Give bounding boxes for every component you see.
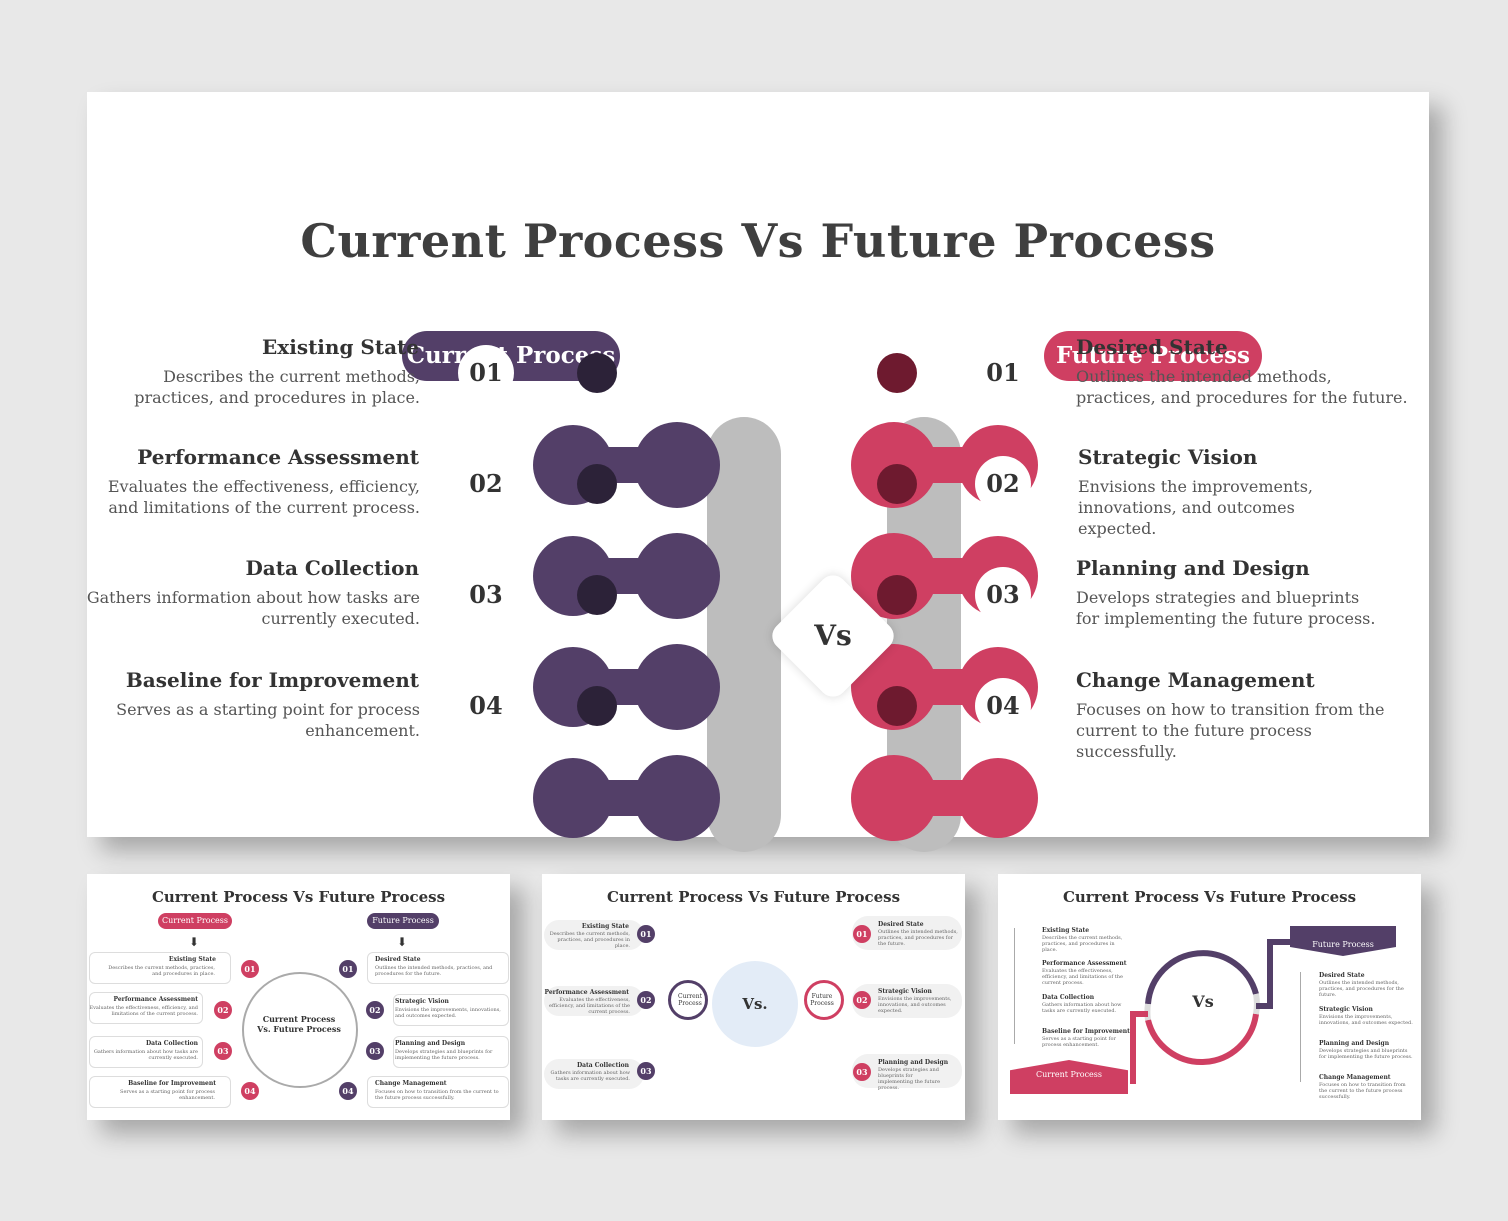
- thumb3-left-desc-1: Describes the current methods, practices…: [1042, 935, 1123, 953]
- thumb1-right-title-3: Planning and Design: [395, 1040, 466, 1047]
- thumb2-vs-circle: [712, 961, 798, 1047]
- thumb1-right-title-4: Change Management: [375, 1080, 447, 1087]
- thumb3-future-label: Future Process: [1312, 940, 1374, 949]
- thumb2-left-num-2: 02: [637, 991, 655, 1009]
- current-process-pill: Current Process: [402, 331, 620, 381]
- thumb2-right-desc-3: Develops strategies and blueprints for i…: [878, 1067, 941, 1091]
- thumb1-right-num-3: 03: [366, 1042, 384, 1060]
- left-rail: [707, 417, 781, 852]
- thumb2-current-label: Current Process: [677, 993, 703, 1007]
- thumbnail-3[interactable]: Current Process Vs Future Process Vs Fut…: [998, 874, 1421, 1120]
- main-slide[interactable]: Current Process Vs Future Process Curren…: [87, 92, 1429, 852]
- thumb2-left-title-2: Performance Assessment: [544, 989, 629, 996]
- thumb1-right-desc-2: Envisions the improvements, innovations,…: [395, 1007, 501, 1019]
- thumb1-right-desc-3: Develops strategies and blueprints for i…: [395, 1049, 493, 1061]
- thumb1-left-title-2: Performance Assessment: [113, 996, 198, 1003]
- thumb3-left-desc-2: Evaluates the effectiveness, efficiency,…: [1042, 968, 1123, 986]
- thumb2-right-desc-2: Envisions the improvements, innovations,…: [878, 996, 952, 1014]
- thumb2-title: Current Process Vs Future Process: [606, 888, 901, 906]
- thumb1-left-num-1: 01: [241, 960, 259, 978]
- current-links-graphic: [533, 422, 720, 841]
- thumb2-right-num-3: 03: [853, 1063, 871, 1081]
- thumb1-center-circle: [242, 972, 358, 1088]
- thumb1-right-desc-1: Outlines the intended methods, practices…: [375, 965, 493, 977]
- thumb3-right-desc-4: Focuses on how to transition from the cu…: [1319, 1082, 1406, 1100]
- thumb3-right-title-3: Planning and Design: [1319, 1040, 1390, 1047]
- future-process-pill: Future Process: [1044, 331, 1262, 381]
- thumb2-vs-label: Vs.: [742, 995, 768, 1013]
- thumb1-left-title-1: Existing State: [168, 956, 216, 963]
- thumb1-left-num-3: 03: [214, 1042, 232, 1060]
- thumb1-left-desc-1: Describes the current methods, practices…: [108, 965, 215, 977]
- thumb3-right-title-2: Strategic Vision: [1319, 1006, 1373, 1013]
- thumb3-left-title-4: Baseline for Improvement: [1042, 1028, 1130, 1035]
- thumb2-left-num-1: 01: [637, 925, 655, 943]
- thumb1-right-title-2: Strategic Vision: [395, 998, 449, 1005]
- thumb3-right-desc-1: Outlines the intended methods, practices…: [1319, 980, 1404, 998]
- thumb2-right-num-1: 01: [853, 925, 871, 943]
- thumb3-right-desc-3: Develops strategies and blueprints for i…: [1319, 1048, 1413, 1060]
- slide-title: Current Process Vs Future Process: [300, 214, 1216, 268]
- thumb1-right-desc-4: Focuses on how to transition from the cu…: [375, 1089, 499, 1101]
- thumb1-right-num-4: 04: [339, 1082, 357, 1100]
- thumb3-left-desc-3: Gathers information about how tasks are …: [1042, 1002, 1122, 1014]
- thumb2-future-label: Future Process: [810, 993, 834, 1007]
- thumb1-left-desc-3: Gathers information about how tasks are …: [93, 1049, 198, 1061]
- thumb2-right-title-1: Desired State: [878, 921, 924, 928]
- thumb1-current-pill: Current Process: [158, 913, 232, 929]
- vs-label: Vs: [814, 619, 852, 652]
- thumb1-left-num-4: 04: [241, 1082, 259, 1100]
- thumb1-arrow-left-icon: ⬇: [189, 935, 200, 949]
- thumb1-right-num-2: 02: [366, 1001, 384, 1019]
- thumb1-left-desc-2: Evaluates the effectiveness, efficiency,…: [89, 1005, 198, 1017]
- thumb2-left-desc-1: Describes the current methods, practices…: [549, 931, 630, 949]
- thumb1-future-pill: Future Process: [367, 913, 439, 929]
- thumb2-current-circle: [668, 980, 708, 1020]
- thumb2-right-title-2: Strategic Vision: [878, 988, 932, 995]
- thumb3-right-title-1: Desired State: [1319, 972, 1365, 979]
- thumb3-current-label: Current Process: [1035, 1070, 1102, 1079]
- thumb3-vs-label: Vs: [1192, 992, 1214, 1011]
- thumb2-left-title-1: Existing State: [581, 923, 629, 930]
- thumb3-right-title-4: Change Management: [1319, 1074, 1391, 1081]
- thumb1-title: Current Process Vs Future Process: [151, 888, 446, 906]
- thumbnail-2[interactable]: Current Process Vs Future Process Vs. Cu…: [542, 874, 965, 1120]
- thumb2-future-circle: [804, 980, 844, 1020]
- thumb2-right-num-2: 02: [853, 991, 871, 1009]
- thumb1-right-num-1: 01: [339, 960, 357, 978]
- thumb1-right-title-1: Desired State: [375, 956, 421, 963]
- thumb1-center-text: Current Process Vs. Future Process: [257, 1014, 341, 1034]
- thumb3-ring-graphic: [1130, 939, 1290, 1084]
- thumb3-left-title-1: Existing State: [1042, 927, 1090, 934]
- thumb2-left-desc-2: Evaluates the effectiveness, efficiency,…: [549, 997, 630, 1015]
- thumb2-left-title-3: Data Collection: [576, 1062, 629, 1069]
- thumb2-right-desc-1: Outlines the intended methods, practices…: [878, 929, 958, 947]
- thumb2-left-num-3: 03: [637, 1062, 655, 1080]
- thumb2-right-title-3: Planning and Design: [878, 1059, 949, 1066]
- thumb1-left-title-3: Data Collection: [145, 1040, 198, 1047]
- thumb3-right-desc-2: Envisions the improvements, innovations,…: [1319, 1014, 1413, 1026]
- thumb1-left-desc-4: Serves as a starting point for process e…: [120, 1089, 215, 1101]
- thumbnail-1[interactable]: Current Process Vs Future Process Curren…: [87, 874, 510, 1120]
- thumb1-left-num-2: 02: [214, 1001, 232, 1019]
- thumb3-left-desc-4: Serves as a starting point for process e…: [1042, 1036, 1116, 1048]
- thumb2-left-desc-3: Gathers information about how tasks are …: [550, 1070, 630, 1082]
- thumb1-left-title-4: Baseline for Improvement: [128, 1080, 216, 1087]
- thumb3-title: Current Process Vs Future Process: [1062, 888, 1357, 906]
- thumb1-arrow-right-icon: ⬇: [397, 935, 408, 949]
- thumb3-left-title-2: Performance Assessment: [1042, 960, 1127, 967]
- thumb3-left-title-3: Data Collection: [1042, 994, 1095, 1001]
